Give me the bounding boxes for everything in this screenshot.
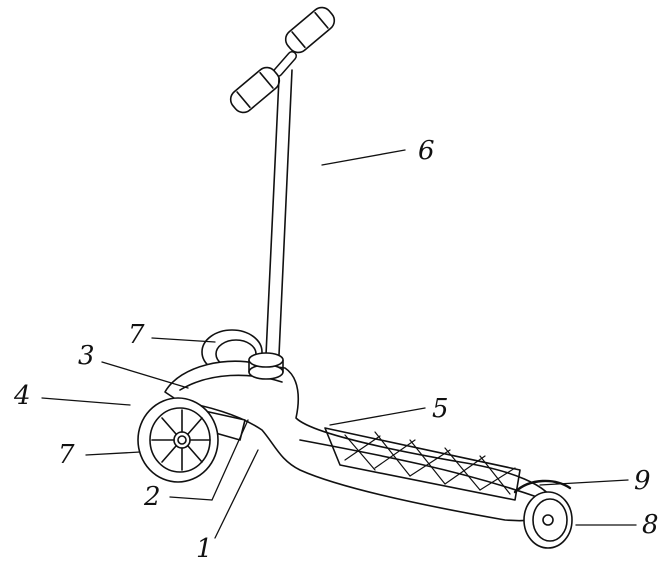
label-6: 6 (418, 138, 435, 164)
label-9: 9 (634, 468, 651, 494)
label-5: 5 (432, 396, 449, 422)
stem (266, 70, 292, 355)
deck (165, 353, 555, 521)
label-4: 4 (14, 383, 31, 409)
label-7-back: 7 (128, 322, 145, 348)
label-3: 3 (78, 343, 95, 369)
label-7-front: 7 (58, 442, 75, 468)
label-8: 8 (642, 512, 659, 538)
label-2: 2 (144, 484, 161, 510)
label-1: 1 (196, 536, 213, 562)
handlebar (227, 3, 339, 116)
rear-wheel-front (138, 398, 218, 482)
